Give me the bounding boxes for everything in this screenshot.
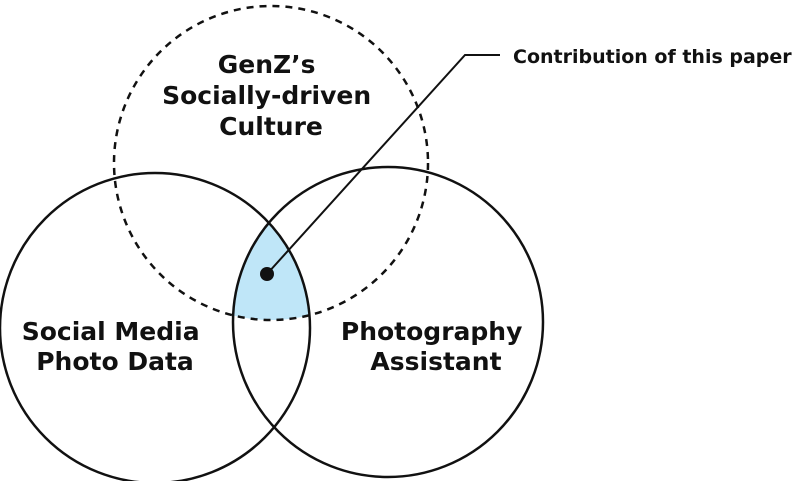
- social-media-circle: [0, 171, 312, 481]
- pointer-line: [266, 54, 500, 275]
- photography-label-line-1: Photography: [341, 317, 523, 346]
- pointer-dot: [260, 267, 274, 281]
- social-media-label: Social Media Photo Data: [22, 317, 209, 376]
- culture-label-line-3: Culture: [219, 112, 323, 141]
- contribution-label: Contribution of this paper: [513, 46, 792, 68]
- culture-label: GenZ’s Socially-driven Culture: [162, 50, 380, 141]
- photography-circle: [231, 165, 545, 479]
- culture-label-line-2: Socially-driven: [162, 81, 371, 110]
- photography-label: Photography Assistant: [341, 317, 531, 376]
- photography-label-line-2: Assistant: [370, 347, 501, 376]
- social-media-label-line-1: Social Media: [22, 317, 200, 346]
- culture-circle: [112, 4, 430, 322]
- social-media-label-line-2: Photo Data: [36, 347, 194, 376]
- culture-label-line-1: GenZ’s: [218, 50, 316, 79]
